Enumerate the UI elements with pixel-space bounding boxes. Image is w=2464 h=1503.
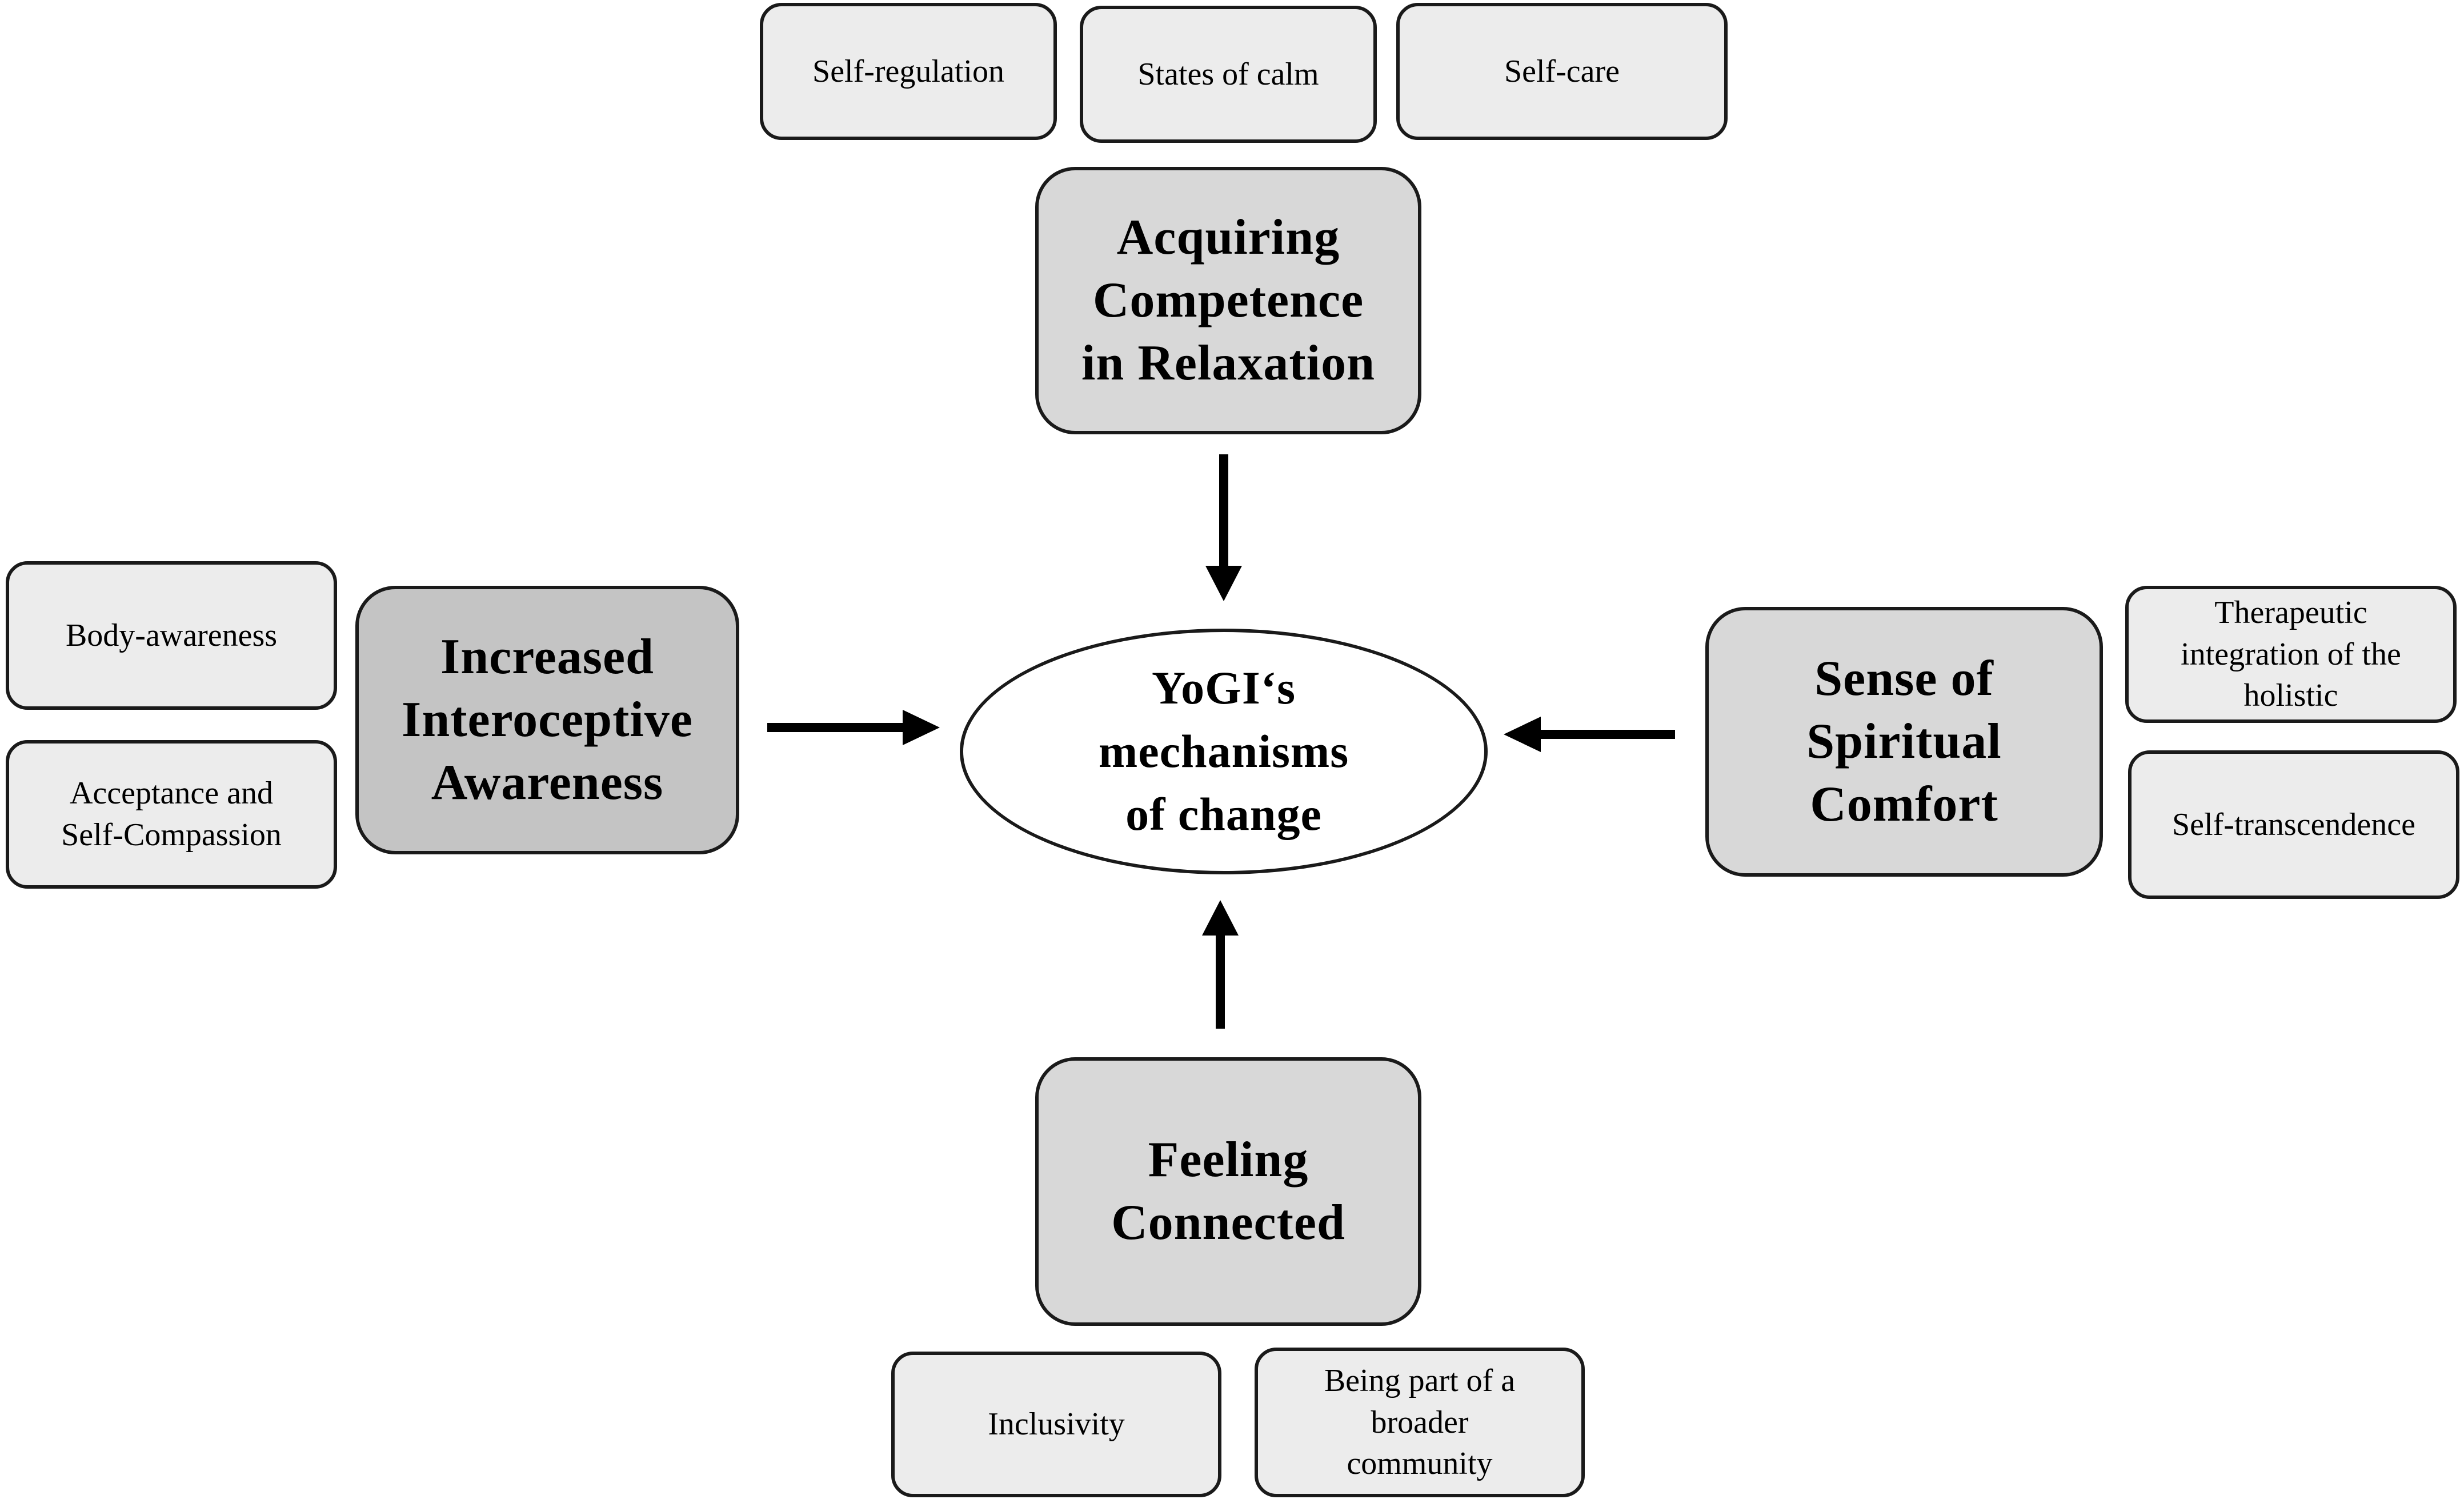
top-sub-self-care-label: Self-care xyxy=(1504,53,1620,89)
top-sub-states-of-calm-label: States of calm xyxy=(1137,56,1319,92)
main-box-interoceptive-awareness-label: Increased Interoceptive Awareness xyxy=(402,629,693,810)
center-ellipse-label: YoGI‘s mechanisms of change xyxy=(1098,661,1349,841)
right-sub-therapeutic-integration: Therapeutic integration of the holistic xyxy=(2125,586,2457,723)
top-sub-self-regulation: Self-regulation xyxy=(760,3,1057,140)
bottom-sub-inclusivity-label: Inclusivity xyxy=(988,1406,1125,1442)
right-sub-self-transcendence: Self-transcendence xyxy=(2128,750,2459,899)
left-sub-body-awareness: Body-awareness xyxy=(6,561,337,710)
main-box-spiritual-comfort: Sense of Spiritual Comfort xyxy=(1705,607,2103,877)
arrow-top-down xyxy=(1205,454,1242,601)
main-box-acquiring-competence: Acquiring Competence in Relaxation xyxy=(1035,167,1421,434)
bottom-sub-broader-community: Being part of a broader community xyxy=(1255,1348,1585,1497)
bottom-sub-broader-community-label: Being part of a broader community xyxy=(1324,1362,1516,1482)
main-box-acquiring-competence-label: Acquiring Competence in Relaxation xyxy=(1081,210,1376,391)
bottom-sub-inclusivity: Inclusivity xyxy=(891,1352,1221,1497)
left-sub-acceptance: Acceptance and Self-Compassion xyxy=(6,740,337,889)
arrow-right-left xyxy=(1504,717,1675,752)
right-sub-self-transcendence-label: Self-transcendence xyxy=(2172,806,2415,842)
center-ellipse: YoGI‘s mechanisms of change xyxy=(960,629,1488,874)
arrow-bottom-up xyxy=(1202,900,1239,1029)
left-sub-body-awareness-label: Body-awareness xyxy=(65,617,278,653)
arrow-left-right xyxy=(767,710,940,745)
main-box-interoceptive-awareness: Increased Interoceptive Awareness xyxy=(355,586,739,854)
right-sub-therapeutic-integration-label: Therapeutic integration of the holistic xyxy=(2181,594,2401,714)
main-box-feeling-connected-label: Feeling Connected xyxy=(1111,1132,1345,1250)
top-sub-self-regulation-label: Self-regulation xyxy=(812,53,1004,89)
left-sub-acceptance-label: Acceptance and Self-Compassion xyxy=(61,776,282,853)
main-box-spiritual-comfort-label: Sense of Spiritual Comfort xyxy=(1806,651,2002,832)
top-sub-states-of-calm: States of calm xyxy=(1080,6,1377,143)
main-box-feeling-connected: Feeling Connected xyxy=(1035,1057,1421,1326)
top-sub-self-care: Self-care xyxy=(1396,3,1728,140)
